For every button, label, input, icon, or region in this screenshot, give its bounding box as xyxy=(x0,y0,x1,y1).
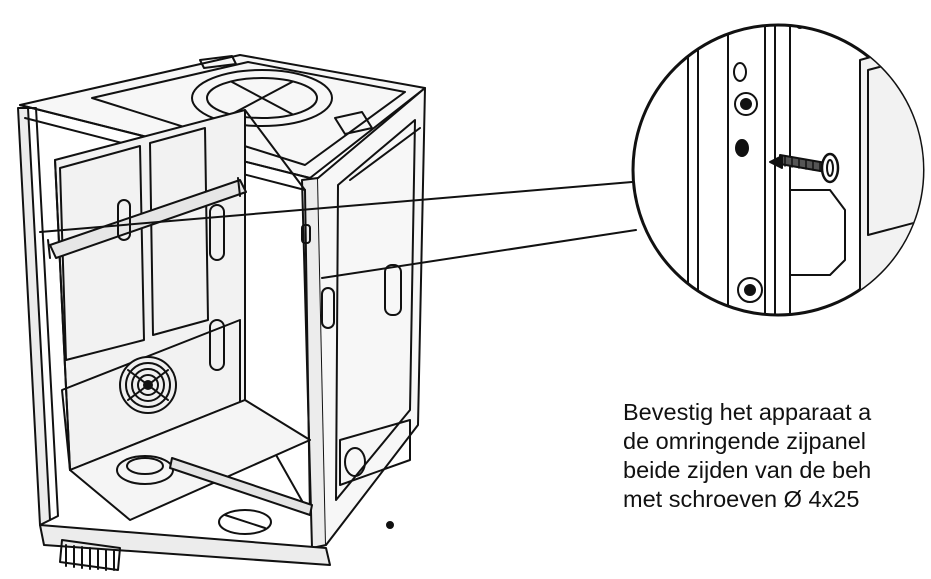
dishwasher-body xyxy=(17,54,426,571)
insert-arrow-icon xyxy=(769,155,783,169)
instruction-line: de omringende zijpanel xyxy=(623,428,866,454)
spray-arm xyxy=(169,457,313,516)
callout-leader-lines xyxy=(39,181,637,279)
mounting-hole xyxy=(733,62,747,82)
upper-rail xyxy=(49,179,247,259)
fan-grill xyxy=(119,356,177,414)
left-side-frame xyxy=(17,107,51,526)
instruction-line: beide zijden van de beh xyxy=(623,457,872,483)
installation-instruction-text: Bevestig het apparaat a de omringende zi… xyxy=(623,398,931,514)
mounting-hole xyxy=(734,92,758,116)
instruction-line: met schroeven Ø 4x25 xyxy=(623,486,860,512)
magnified-detail-circle xyxy=(631,23,925,317)
instruction-line: Bevestig het apparaat a xyxy=(623,399,872,425)
